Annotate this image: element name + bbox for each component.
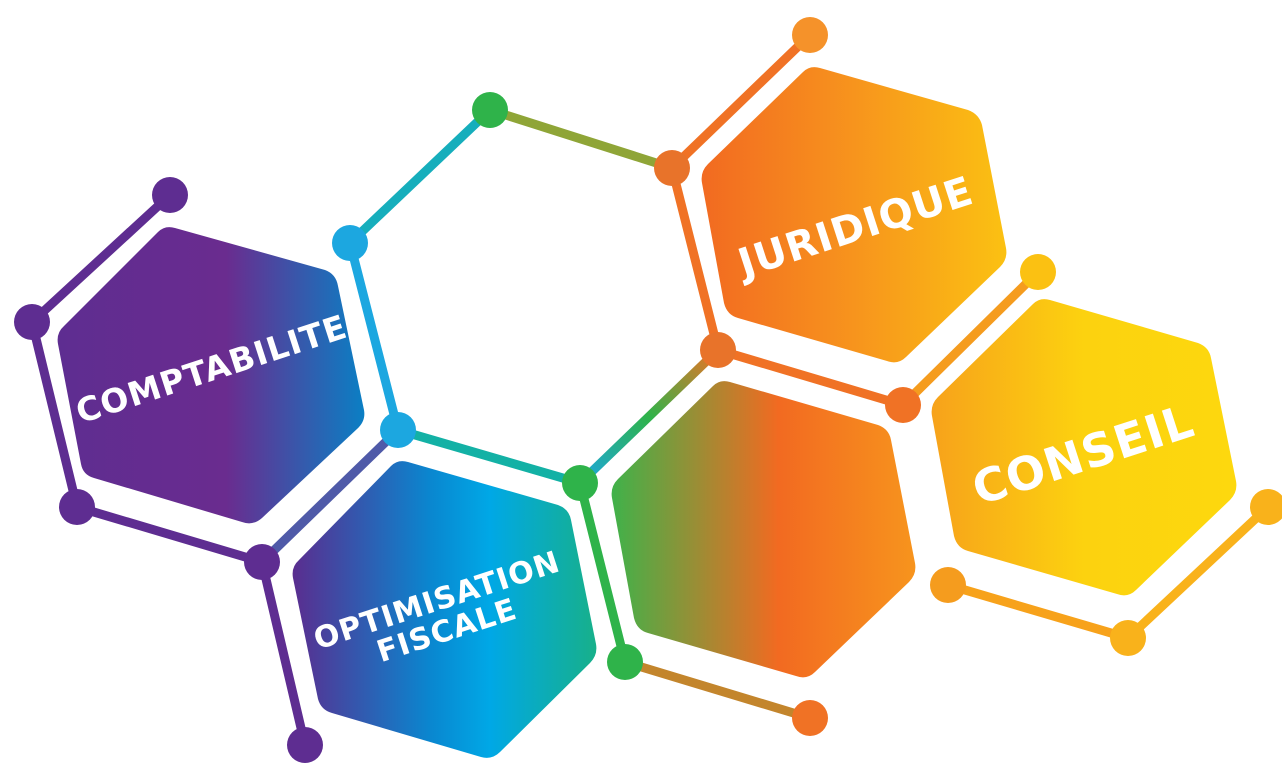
connector-line bbox=[667, 30, 815, 173]
hexagon-optimisation-fiscale: OPTIMISATION FISCALE bbox=[292, 461, 597, 758]
connector-line bbox=[257, 557, 310, 750]
hexagon-juridique-shape bbox=[701, 67, 1007, 363]
connector-line bbox=[345, 238, 403, 435]
connector-line bbox=[257, 425, 403, 567]
connector-node bbox=[332, 225, 368, 261]
connector-node bbox=[287, 727, 323, 763]
hexagon-comptabilite-shape bbox=[57, 227, 365, 524]
connector-lines bbox=[27, 30, 1273, 750]
hexagon-optimisation-fiscale-shape bbox=[292, 461, 597, 758]
hexagon-middle-shape bbox=[611, 381, 916, 678]
connector-line bbox=[1123, 502, 1273, 643]
connector-line bbox=[667, 163, 723, 355]
connector-line bbox=[943, 580, 1133, 643]
connector-node bbox=[1110, 620, 1146, 656]
connector-node bbox=[792, 17, 828, 53]
connector-node bbox=[472, 92, 508, 128]
connector-node bbox=[59, 489, 95, 525]
connector-node bbox=[792, 700, 828, 736]
hexagon-juridique: JURIDIQUE bbox=[701, 67, 1007, 363]
connector-node bbox=[562, 465, 598, 501]
hexagon-conseil-shape bbox=[931, 299, 1237, 596]
connector-line bbox=[485, 105, 677, 173]
connector-line bbox=[27, 190, 175, 327]
connector-node bbox=[380, 412, 416, 448]
connector-line bbox=[898, 267, 1043, 410]
connector-node bbox=[1250, 489, 1282, 525]
connector-node bbox=[607, 644, 643, 680]
connector-line bbox=[713, 345, 908, 410]
connector-line bbox=[575, 478, 630, 667]
connector-node bbox=[152, 177, 188, 213]
hexagon-middle bbox=[611, 381, 916, 678]
connector-node bbox=[885, 387, 921, 423]
connector-node bbox=[700, 332, 736, 368]
connector-node bbox=[654, 150, 690, 186]
connector-node bbox=[1020, 254, 1056, 290]
connector-line bbox=[72, 502, 267, 567]
connector-line bbox=[393, 425, 585, 488]
connector-node bbox=[244, 544, 280, 580]
connector-node bbox=[930, 567, 966, 603]
connector-node bbox=[14, 304, 50, 340]
connector-line bbox=[345, 105, 495, 248]
connector-line bbox=[620, 657, 815, 723]
connector-line bbox=[27, 317, 82, 512]
connector-nodes bbox=[14, 17, 1282, 763]
hexagon-conseil: CONSEIL bbox=[931, 299, 1237, 596]
hexagon-comptabilite: COMPTABILITE bbox=[57, 227, 365, 524]
connector-line bbox=[575, 345, 723, 488]
